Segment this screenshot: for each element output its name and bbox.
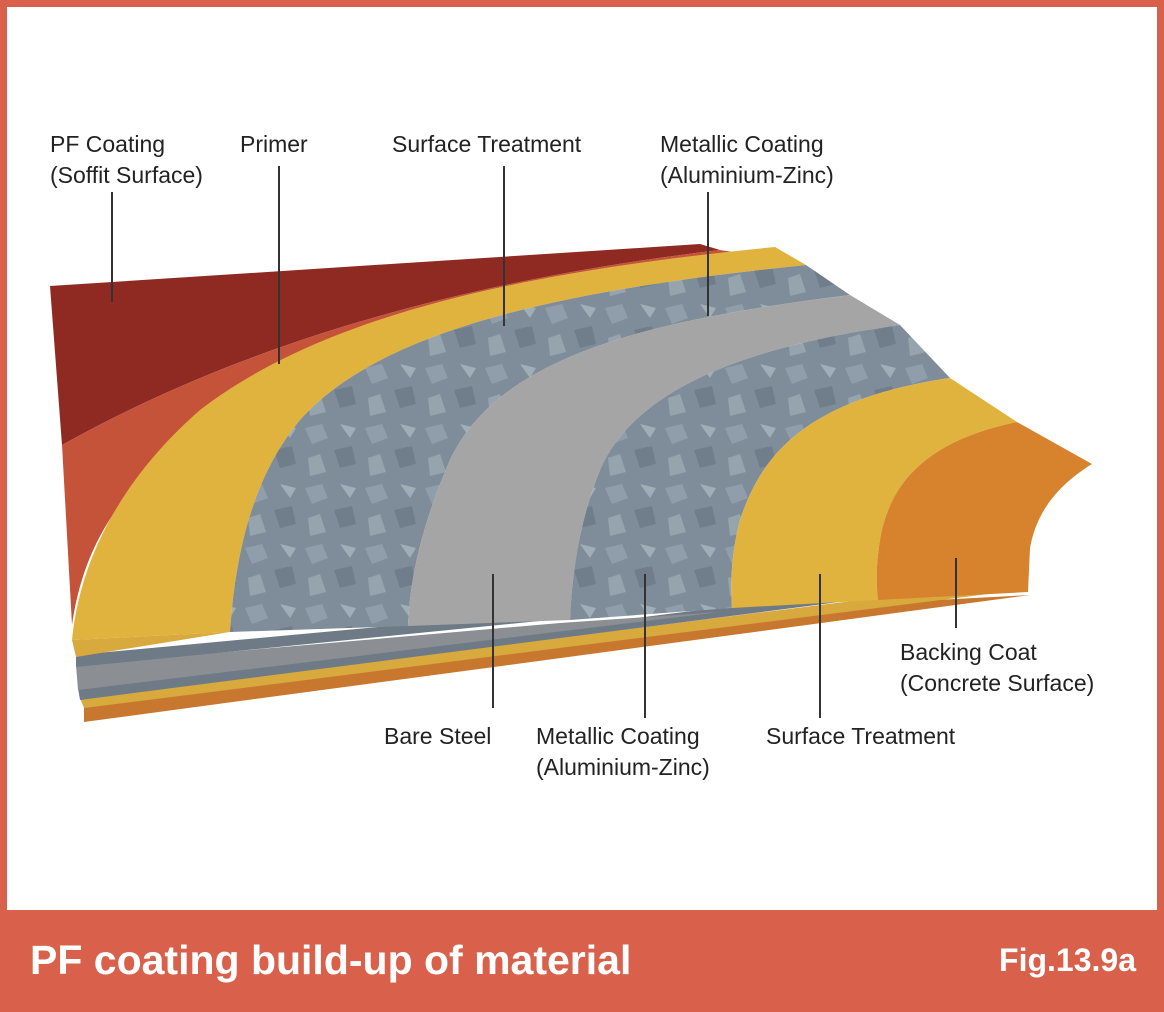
label-surface-treatment-top: Surface Treatment — [392, 131, 582, 157]
surface-treatment-top-layer — [72, 247, 806, 640]
pf-coating-layer — [50, 244, 720, 445]
label-surface-treatment-bottom: Surface Treatment — [766, 723, 956, 749]
front-edge-strips — [72, 590, 1030, 722]
figure-number: Fig.13.9a — [999, 942, 1136, 978]
surface-treatment-bottom-layer — [731, 378, 1017, 608]
label-pf-coating: PF Coating (Soffit Surface) — [50, 131, 203, 188]
bare-steel-layer — [408, 295, 900, 626]
bare-steel-edge-strip — [76, 612, 720, 690]
label-metallic-coating-bottom: Metallic Coating (Aluminium-Zinc) — [536, 723, 710, 780]
metallic-coating-top-layer — [230, 265, 850, 632]
label-metallic-coating-top: Metallic Coating (Aluminium-Zinc) — [660, 131, 834, 188]
leader-lines — [111, 166, 957, 718]
caption-bar — [0, 910, 1164, 1012]
backing-coat-layer — [876, 422, 1092, 600]
metallic-coating-bottom-layer — [570, 325, 950, 620]
surface-treatment-edge-strip — [80, 590, 1020, 708]
primer-edge-strip — [72, 632, 230, 657]
label-backing-coat: Backing Coat (Concrete Surface) — [900, 639, 1095, 696]
label-bare-steel: Bare Steel — [384, 723, 492, 749]
layer-buildup-diagram — [50, 166, 1092, 722]
metallic-edge-strip-lower — [78, 598, 870, 700]
metallic-edge-strip-upper — [76, 618, 570, 667]
backing-edge-strip — [84, 595, 1030, 722]
label-primer: Primer — [240, 131, 308, 157]
figure-caption: PF coating build-up of material — [30, 937, 632, 983]
